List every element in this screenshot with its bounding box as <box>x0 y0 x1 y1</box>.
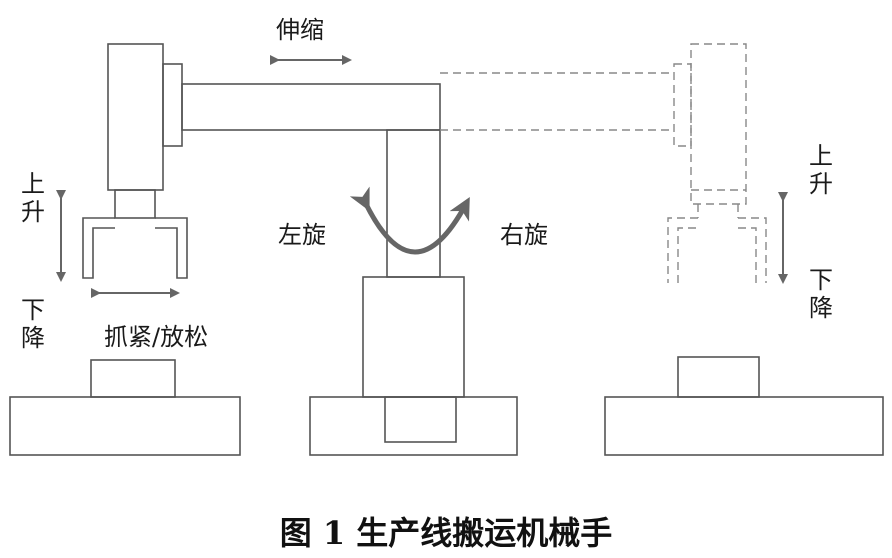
left-gripper-finger-right <box>155 217 188 279</box>
vertical-column <box>386 129 441 278</box>
left-down-label-2: 降 <box>21 324 45 352</box>
figure-caption: 图 1 生产线搬运机械手 <box>279 514 613 552</box>
extend-label: 伸缩 <box>276 16 324 44</box>
left-up-label-1: 上 <box>21 170 45 198</box>
ghost-gripper-neck <box>697 204 739 218</box>
center-platform <box>309 396 518 456</box>
ghost-finger-right <box>738 217 767 283</box>
ghost-finger-left <box>667 217 698 283</box>
right-platform <box>604 396 884 456</box>
rotation-arc-arrow <box>349 186 470 255</box>
center-socket <box>384 396 457 443</box>
center-base-column <box>362 276 465 398</box>
rotate-left-label: 左旋 <box>278 221 326 249</box>
left-up-label-2: 升 <box>21 198 45 226</box>
ghost-head-block <box>690 43 747 205</box>
ghost-head-flange <box>673 63 692 147</box>
rotate-right-label: 右旋 <box>500 221 548 249</box>
right-down-label-1: 下 <box>809 266 833 294</box>
left-workpiece <box>90 359 176 398</box>
left-down-label-1: 下 <box>21 296 45 324</box>
right-up-label-1: 上 <box>809 142 833 170</box>
left-head-block <box>107 43 164 191</box>
left-gripper-neck <box>114 189 156 219</box>
right-up-label-2: 升 <box>809 170 833 198</box>
left-head-flange <box>162 63 183 147</box>
left-platform <box>9 396 241 456</box>
right-workpiece <box>677 356 760 398</box>
horizontal-arm <box>181 83 441 131</box>
right-down-label-2: 降 <box>809 294 833 322</box>
grip-label: 抓紧/放松 <box>104 323 209 351</box>
left-gripper-finger-left <box>82 217 115 279</box>
